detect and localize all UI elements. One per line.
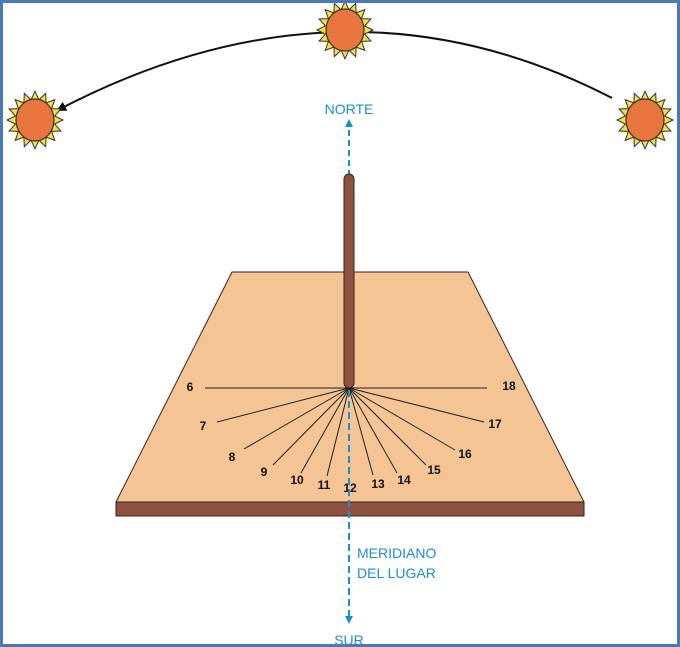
hour-line — [300, 387, 350, 474]
hour-label: 7 — [200, 419, 207, 433]
hour-label: 10 — [290, 473, 304, 487]
hour-label: 15 — [427, 463, 441, 477]
hour-lines: 6 7 8 9 10 11 12 13 14 15 16 17 18 — [187, 379, 516, 495]
hour-line — [326, 387, 350, 477]
hour-label: 6 — [187, 380, 194, 394]
hour-line — [348, 387, 485, 423]
hour-label: 13 — [371, 477, 385, 491]
hour-label: 11 — [318, 478, 331, 492]
hour-line — [272, 387, 350, 466]
meridian-label-line2: DEL LUGAR — [357, 565, 436, 581]
gnomon — [343, 173, 355, 389]
sun-icon — [615, 89, 675, 151]
hour-line — [216, 387, 350, 423]
hour-label: 18 — [502, 379, 516, 393]
hour-label: 16 — [458, 447, 472, 461]
hour-label: 14 — [397, 473, 411, 487]
hour-line — [348, 387, 456, 451]
hour-label: 9 — [261, 465, 268, 479]
hour-line — [348, 387, 374, 476]
south-label: SUR — [334, 632, 364, 647]
hour-line — [243, 387, 350, 450]
hour-label: 8 — [229, 450, 236, 464]
hour-line — [348, 387, 398, 474]
hour-label: 17 — [488, 417, 502, 431]
north-label: NORTE — [325, 101, 374, 117]
hour-line — [348, 387, 427, 466]
sun-icon — [315, 3, 375, 61]
sun-icon — [5, 89, 65, 151]
hour-label: 12 — [343, 481, 357, 495]
meridian-label-line1: MERIDIANO — [357, 545, 436, 561]
